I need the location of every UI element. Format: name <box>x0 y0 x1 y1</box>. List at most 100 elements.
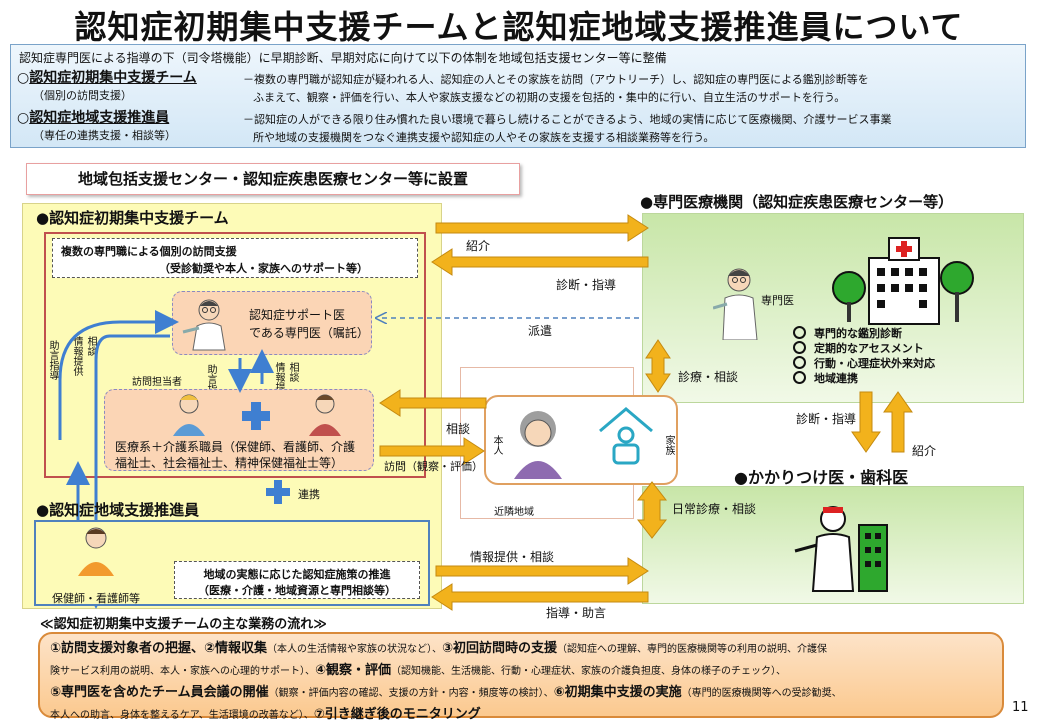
arrow-doctor-promoter <box>84 334 170 609</box>
visit-staff-label: 訪問担当者 <box>132 377 182 388</box>
specialist-doctor-icon <box>713 268 758 340</box>
gp-doctor-icon <box>794 506 888 592</box>
promoter-person-icon <box>78 527 114 576</box>
service-item: 地域連携 <box>793 371 935 386</box>
team-heading: ○認知症初期集中支援チーム <box>17 67 197 87</box>
gp-title: ●かかりつけ医・歯科医 <box>734 468 909 487</box>
family-house-icon <box>599 407 653 465</box>
marker: ○ <box>17 70 30 86</box>
flow-note: 本人への助言、身体を整えるケア、生活環境の改善など）、 <box>50 710 314 721</box>
services-list: 専門的な鑑別診断 定期的なアセスメント 行動・心理症状外来対応 地域連携 <box>793 326 935 386</box>
specialist-person-label: 専門医 <box>761 294 794 307</box>
promoter-sub: （専任の連携支援・相談等） <box>33 129 176 142</box>
resident-box: 本人 家族 <box>484 395 678 485</box>
label-guidance: 指導・助言 <box>546 606 607 620</box>
team-desc-1: －複数の専門職が認知症が疑われる人、認知症の人とその家族を訪問（アウトリーチ）し… <box>243 73 869 86</box>
promoter-box-line2: （医療・介護・地域資源と専門相談等） <box>198 584 396 597</box>
promoter-box-line1: 地域の実態に応じた認知症施策の推進 <box>203 568 391 581</box>
neighborhood-label: 近隣地域 <box>494 507 534 518</box>
service-item: 定期的なアセスメント <box>793 341 935 356</box>
doctor-icon <box>182 299 226 351</box>
staff-box: 医療系＋介護系職員（保健師、看護師、介護 福祉士、社会福祉士、精神保健福祉士等） <box>104 389 374 471</box>
promoter-title: ●認知症地域支援推進員 <box>36 501 200 519</box>
label-consult-spec: 診療・相談 <box>678 370 739 384</box>
cooperation-label: 連携 <box>298 488 320 501</box>
team-sub: （個別の訪問支援） <box>33 89 132 102</box>
arrow-consult <box>379 389 487 417</box>
setup-label: 地域包括支援センター・認知症疾患医療センター等に設置 <box>26 163 520 195</box>
arrow-daily-care <box>636 481 668 539</box>
label-consult: 相談 <box>446 422 471 436</box>
arrow-gp-down <box>851 391 881 453</box>
label-info2: 情報提供 <box>273 362 284 402</box>
service-item: 専門的な鑑別診断 <box>793 326 935 341</box>
promoter-person-label: 保健師・看護師等 <box>52 592 140 605</box>
hospital-icon <box>832 237 974 325</box>
label-referral2: 紹介 <box>912 444 937 458</box>
flow-box: ①訪問支援対象者の把握、②情報収集（本人の生活情報や家族の状況など）、③初回訪問… <box>38 632 1004 722</box>
label-visit: 訪問（観察・評価） <box>384 460 483 473</box>
flow-step-7: ⑦引き継ぎ後のモニタリング <box>313 707 481 722</box>
flow-step-6: ⑥初期集中支援の実施 <box>553 685 682 700</box>
flow-step-5: ⑤専門医を含めたチーム員会議の開催 <box>50 685 269 700</box>
arrow-visit <box>379 437 485 465</box>
specialist-title: ●専門医療機関（認知症疾患医療センター等） <box>640 193 954 211</box>
label-consult1: 相談 <box>85 336 96 356</box>
elderly-person-icon <box>514 411 562 479</box>
page-title: 認知症初期集中支援チームと認知症地域支援推進員について <box>74 8 964 46</box>
promoter-desc-1: －認知症の人ができる限り住み慣れた良い環境で暮らし続けることができるよう、地域の… <box>243 113 892 126</box>
intro-panel: 認知症専門医による指導の下（司令塔機能）に早期診断、早期対応に向けて以下の体制を… <box>10 44 1026 148</box>
family-label: 家族 <box>663 435 674 455</box>
flow-note: （観察・評価内容の確認、支援の方針・内容・頻度等の検討）、 <box>268 688 554 699</box>
visit-support-line2: （受診勧奨や本人・家族へのサポート等） <box>159 262 368 275</box>
label-dispatch: 派遣 <box>528 324 553 338</box>
label-referral: 紹介 <box>466 239 491 253</box>
page-number: 11 <box>1012 700 1029 715</box>
flow-note: 険サービス利用の説明、本人・家族への心理的サポート）、 <box>50 666 315 677</box>
promoter-heading-text: 認知症地域支援推進員 <box>29 110 170 126</box>
gp-area <box>642 486 1024 604</box>
arrow-guidance <box>431 583 649 611</box>
promoter-heading: ○認知症地域支援推進員 <box>17 107 169 127</box>
label-advice2: 助言指導 <box>205 364 216 404</box>
cooperation-cross-icon <box>266 480 290 504</box>
service-item: 行動・心理症状外来対応 <box>793 356 935 371</box>
promoter-box: 地域の実態に応じた認知症施策の推進 （医療・介護・地域資源と専門相談等） <box>174 561 420 599</box>
arrow-gp-up <box>883 391 913 453</box>
flow-step-1-2: ①訪問支援対象者の把握、②情報収集 <box>50 641 268 656</box>
label-diagnosis: 診断・指導 <box>556 278 617 292</box>
label-consult2: 相談 <box>287 362 298 382</box>
arrow-info-consult <box>435 557 649 585</box>
arrow-consult-spec <box>645 339 671 393</box>
person-label: 本人 <box>491 435 502 455</box>
visit-support-line1: 複数の専門職による個別の訪問支援 <box>61 245 237 258</box>
team-heading-text: 認知症初期集中支援チーム <box>29 70 197 86</box>
label-info1: 情報提供 <box>71 336 82 376</box>
flow-note: （認知機能、生活機能、行動・心理症状、家族の介護負担度、身体の様子のチェック）、 <box>391 666 787 677</box>
specialist-area: 専門医 専門的な鑑別診断 定期的なアセスメント 行動・心理症状外来対応 地域連携 <box>642 213 1024 403</box>
marker: ○ <box>17 110 30 126</box>
flow-note: （認知症への理解、専門的医療機関等の利用の説明、介護保 <box>557 644 828 655</box>
label-daily-care: 日常診療・相談 <box>672 502 757 516</box>
flow-heading: ≪認知症初期集中支援チームの主な業務の流れ≫ <box>40 617 327 632</box>
promoter-desc-2: 所や地域の支援機関をつなぐ連携支援や認知症の人やその家族を支援する相談業務等を行… <box>253 131 715 144</box>
label-info-consult: 情報提供・相談 <box>470 550 555 564</box>
doctor-line1: 認知症サポート医 <box>249 308 346 322</box>
staff-people-icon <box>173 394 341 436</box>
label-advice: 助言指導 <box>47 340 58 380</box>
flow-note: （本人の生活情報や家族の状況など）、 <box>267 644 443 655</box>
flow-step-4: ④観察・評価 <box>315 663 392 678</box>
intro-lead: 認知症専門医による指導の下（司令塔機能）に早期診断、早期対応に向けて以下の体制を… <box>19 51 667 65</box>
flow-note: （専門的医療機関等への受診勧奨、 <box>681 688 842 699</box>
label-diag-guidance2: 診断・指導 <box>796 412 857 426</box>
team-frame <box>44 232 426 478</box>
arrow-referral <box>435 214 649 242</box>
visit-support-box: 複数の専門職による個別の訪問支援 （受診勧奨や本人・家族へのサポート等） <box>52 238 418 278</box>
flow-step-3: ③初回訪問時の支援 <box>442 641 558 656</box>
team-title: ●認知症初期集中支援チーム <box>36 209 229 227</box>
arrow-diagnosis <box>431 248 649 276</box>
staff-line2: 福祉士、社会福祉士、精神保健福祉士等） <box>115 456 344 470</box>
doctor-line2: である専門医（嘱託） <box>249 326 369 340</box>
arrow-team-doctor <box>58 310 179 440</box>
